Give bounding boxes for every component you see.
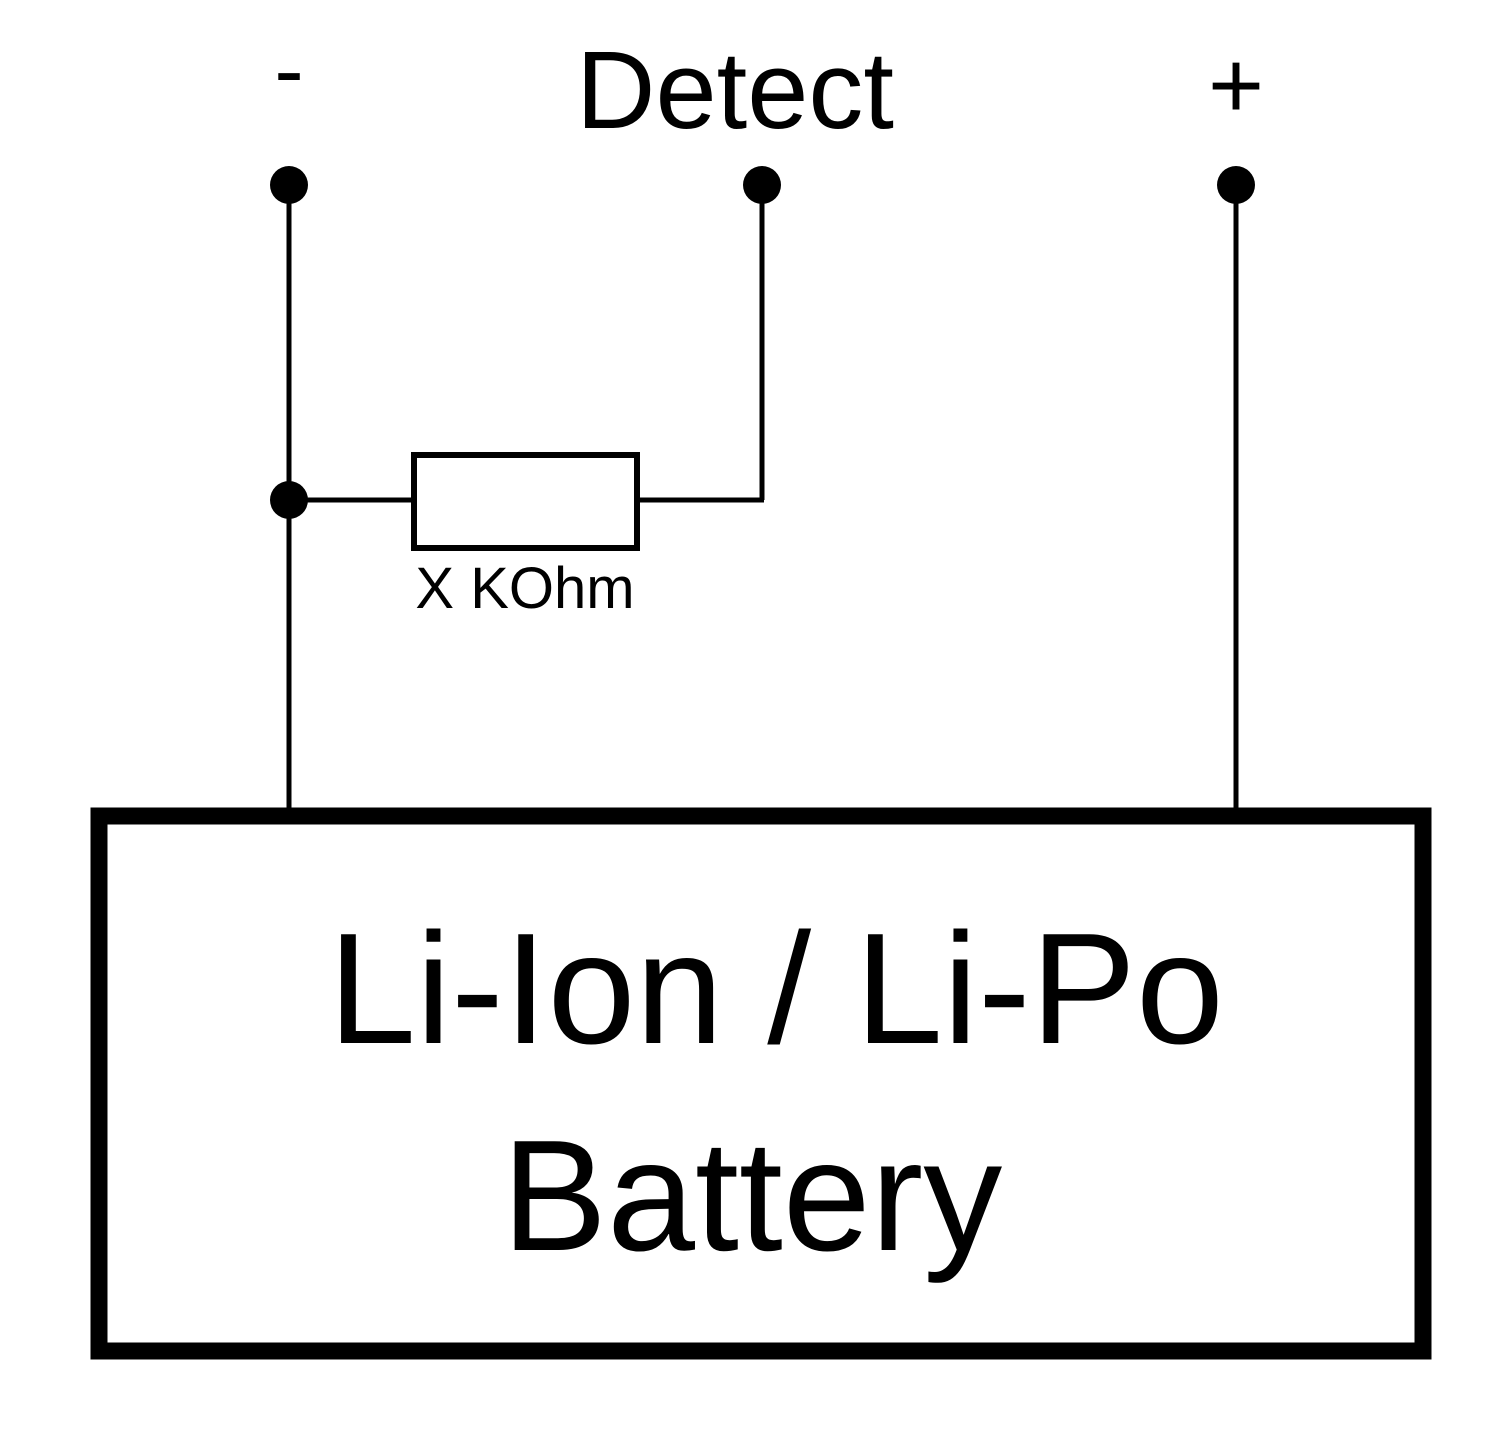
- battery-type-label: Li-Ion / Li-Po: [328, 901, 1224, 1077]
- resistor-value-label: X KOhm: [415, 556, 634, 621]
- negative-terminal-label: -: [274, 20, 303, 119]
- junction-dot: [270, 481, 308, 519]
- battery-box: [90, 807, 1432, 1360]
- positive-terminal-label: +: [1208, 32, 1264, 139]
- detect-terminal-label: Detect: [576, 29, 894, 152]
- resistor-body: [411, 452, 640, 551]
- battery-label: Battery: [502, 1108, 1003, 1284]
